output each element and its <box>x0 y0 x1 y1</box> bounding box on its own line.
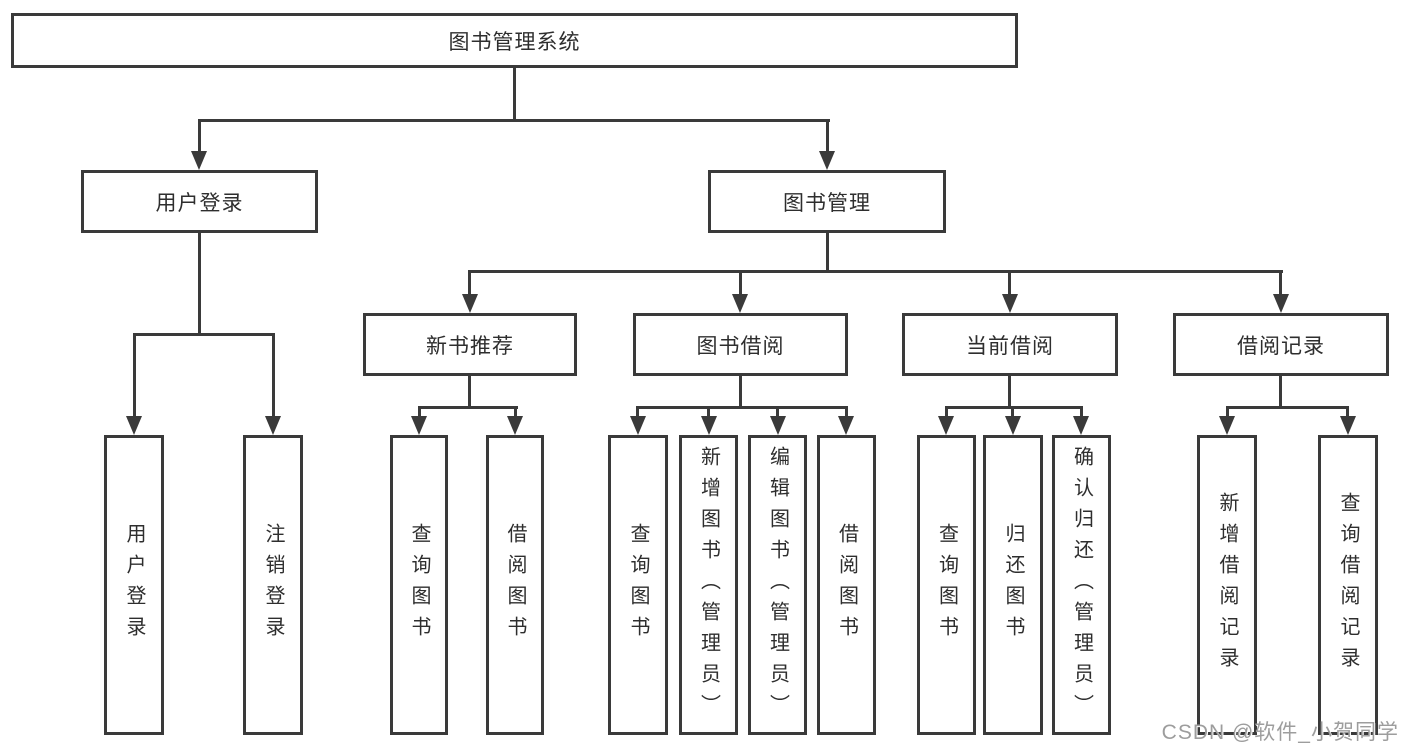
leaf-user-login: 用户登录 <box>104 435 164 735</box>
arrow-down-icon <box>838 416 854 435</box>
connector-line <box>133 333 136 417</box>
connector-line <box>826 233 829 273</box>
arrow-down-icon <box>732 294 748 313</box>
node-borrow-records: 借阅记录 <box>1173 313 1389 376</box>
leaf-label: 查询借阅记录 <box>1337 492 1359 678</box>
arrow-down-icon <box>630 416 646 435</box>
arrow-down-icon <box>1219 416 1235 435</box>
leaf-label: 编辑图书（管理员） <box>766 445 789 725</box>
connector-line <box>1008 270 1011 296</box>
leaf-label: 归还图书 <box>1002 523 1024 647</box>
arrow-down-icon <box>462 294 478 313</box>
leaf-label: 查询图书 <box>408 523 430 647</box>
arrow-down-icon <box>1273 294 1289 313</box>
connector-line <box>826 119 829 154</box>
connector-line <box>1011 406 1014 418</box>
node-label: 当前借阅 <box>966 334 1054 358</box>
node-user-login: 用户登录 <box>81 170 318 233</box>
node-new-book-recommend: 新书推荐 <box>363 313 577 376</box>
connector-line <box>468 270 471 296</box>
connector-line <box>468 270 1283 273</box>
leaf-label: 查询图书 <box>627 523 649 647</box>
connector-line <box>945 406 948 418</box>
arrow-down-icon <box>701 416 717 435</box>
node-book-borrow: 图书借阅 <box>633 313 848 376</box>
arrow-down-icon <box>1005 416 1021 435</box>
arrow-down-icon <box>265 416 281 435</box>
connector-line <box>1008 376 1011 409</box>
leaf-label: 新增图书（管理员） <box>697 445 720 725</box>
connector-line <box>272 333 275 417</box>
arrow-down-icon <box>819 151 835 170</box>
node-system-root: 图书管理系统 <box>11 13 1018 68</box>
node-label: 图书借阅 <box>696 334 785 358</box>
connector-line <box>418 406 518 409</box>
arrow-down-icon <box>1340 416 1356 435</box>
connector-line <box>1226 406 1349 409</box>
leaf-label: 注销登录 <box>262 523 284 647</box>
connector-line <box>636 406 848 409</box>
leaf-confirm-return-admin: 确认归还（管理员） <box>1052 435 1111 735</box>
leaf-add-book-admin: 新增图书（管理员） <box>679 435 738 735</box>
leaf-borrow-books-recommend: 借阅图书 <box>486 435 544 735</box>
leaf-query-borrow-record: 查询借阅记录 <box>1318 435 1378 735</box>
leaf-edit-book-admin: 编辑图书（管理员） <box>748 435 807 735</box>
arrow-down-icon <box>938 416 954 435</box>
connector-line <box>133 333 275 336</box>
node-label: 用户登录 <box>155 191 244 215</box>
leaf-add-borrow-record: 新增借阅记录 <box>1197 435 1257 735</box>
connector-line <box>198 233 201 335</box>
connector-line <box>945 406 1083 409</box>
connector-line <box>1346 406 1349 418</box>
connector-line <box>198 119 830 122</box>
connector-line <box>1080 406 1083 418</box>
connector-line <box>198 119 201 154</box>
connector-line <box>468 376 471 409</box>
arrow-down-icon <box>126 416 142 435</box>
connector-line <box>739 270 742 296</box>
node-label: 新书推荐 <box>426 334 514 358</box>
leaf-label: 借阅图书 <box>835 523 858 647</box>
leaf-label: 新增借阅记录 <box>1216 492 1238 678</box>
leaf-query-books-recommend: 查询图书 <box>390 435 448 735</box>
connector-line <box>1279 270 1282 296</box>
arrow-down-icon <box>507 416 523 435</box>
connector-line <box>707 406 710 418</box>
node-label: 图书管理系统 <box>448 30 581 54</box>
leaf-label: 用户登录 <box>123 523 145 647</box>
connector-line <box>845 406 848 418</box>
leaf-logout: 注销登录 <box>243 435 303 735</box>
node-label: 图书管理 <box>783 191 871 215</box>
connector-line <box>776 406 779 418</box>
arrow-down-icon <box>770 416 786 435</box>
leaf-query-books-current: 查询图书 <box>917 435 976 735</box>
arrow-down-icon <box>1002 294 1018 313</box>
arrow-down-icon <box>191 151 207 170</box>
arrow-down-icon <box>1073 416 1089 435</box>
connector-line <box>418 406 421 418</box>
connector-line <box>1226 406 1229 418</box>
leaf-label: 借阅图书 <box>504 523 526 647</box>
connector-line <box>514 406 517 418</box>
connector-line <box>1279 376 1282 409</box>
leaf-return-books: 归还图书 <box>983 435 1043 735</box>
leaf-query-books-borrow: 查询图书 <box>608 435 668 735</box>
node-book-management: 图书管理 <box>708 170 946 233</box>
connector-line <box>513 68 516 121</box>
connector-line <box>739 376 742 409</box>
leaf-label: 查询图书 <box>935 523 958 647</box>
watermark: CSDN @软件_小贺同学 <box>1161 721 1399 744</box>
connector-line <box>636 406 639 418</box>
leaf-label: 确认归还（管理员） <box>1070 445 1093 725</box>
node-current-borrow: 当前借阅 <box>902 313 1118 376</box>
node-label: 借阅记录 <box>1237 334 1325 358</box>
arrow-down-icon <box>411 416 427 435</box>
leaf-borrow-books: 借阅图书 <box>817 435 876 735</box>
